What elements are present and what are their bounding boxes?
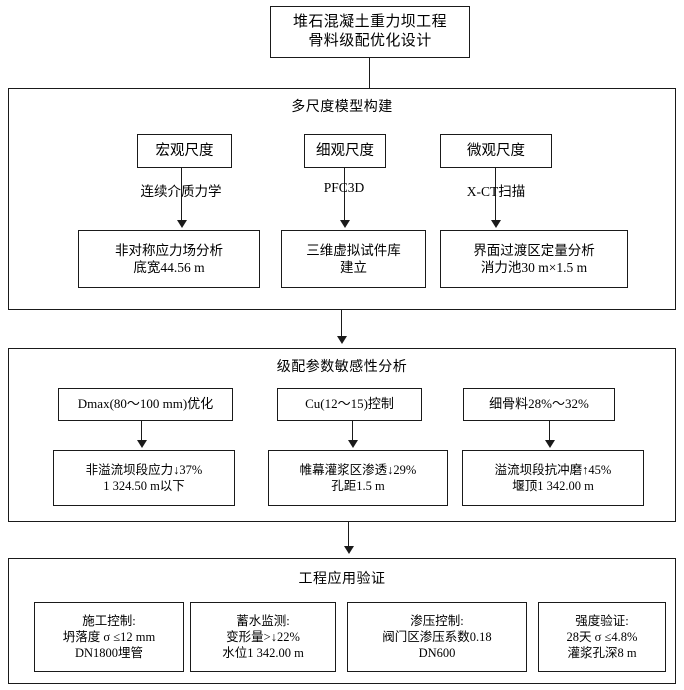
connector-dmax-to-outcome (141, 421, 143, 444)
connector-meso-to-result (344, 168, 346, 224)
diagram-title-line-2: 骨料级配优化设计 (308, 33, 432, 49)
arrowhead-micro-to-result (491, 220, 501, 228)
scale-box-macro: 宏观尺度 (137, 134, 232, 168)
verify-box-construction-control-line-2: 坍落度 σ ≤12 mm (62, 630, 156, 644)
method-label-micro: X-CT扫描 (466, 184, 526, 199)
connector-cu-to-outcome (352, 421, 354, 444)
verify-box-strength-verification: 强度验证: 28天 σ ≤4.8% 灌浆孔深8 m (538, 602, 666, 672)
connector-micro-to-result (495, 168, 497, 224)
verify-box-impoundment-monitoring: 蓄水监测: 变形量>↓22% 水位1 342.00 m (190, 602, 336, 672)
verify-box-strength-verification-line-3: 灌浆孔深8 m (567, 646, 637, 660)
result-box-meso: 三维虚拟试件库 建立 (281, 230, 426, 288)
verify-box-seepage-pressure-control: 渗压控制: 阀门区渗压系数0.18 DN600 (347, 602, 527, 672)
result-box-micro-line-2: 消力池30 m×1.5 m (480, 260, 588, 275)
outcome-box-overflow-abrasion: 溢流坝段抗冲磨↑45% 堰顶1 342.00 m (462, 450, 644, 506)
result-box-meso-line-2: 建立 (340, 260, 367, 275)
scale-box-macro-label: 宏观尺度 (155, 142, 214, 159)
verify-box-impoundment-monitoring-line-1: 蓄水监测: (236, 614, 290, 628)
outcome-box-nonoverflow: 非溢流坝段应力↓37% 1 324.50 m以下 (53, 450, 235, 506)
param-box-cu: Cu(12～15)控制 (277, 388, 422, 421)
method-label-macro: 连续介质力学 (140, 184, 222, 199)
arrowhead-section1-to-section2 (337, 336, 347, 344)
param-box-dmax: Dmax(80～100 mm)优化 (58, 388, 233, 421)
param-box-fine-aggregate-label: 细骨料28%～32% (489, 396, 589, 412)
verify-box-construction-control: 施工控制: 坍落度 σ ≤12 mm DN1800埋管 (34, 602, 184, 672)
verify-box-construction-control-line-3: DN1800埋管 (74, 646, 144, 660)
method-label-meso: PFC3D (323, 180, 365, 195)
scale-box-meso: 细观尺度 (304, 134, 386, 168)
result-box-macro-line-2: 底宽44.56 m (133, 260, 205, 275)
connector-section1-to-section2 (341, 310, 343, 340)
arrowhead-dmax-to-outcome (137, 440, 147, 448)
result-box-micro-line-1: 界面过渡区定量分析 (473, 242, 595, 258)
arrowhead-macro-to-result (177, 220, 187, 228)
connector-title-to-section1 (369, 58, 371, 88)
scale-box-micro: 微观尺度 (440, 134, 552, 168)
outcome-box-curtain-grouting: 帷幕灌浆区渗透↓29% 孔距1.5 m (268, 450, 448, 506)
outcome-box-overflow-abrasion-line-1: 溢流坝段抗冲磨↑45% (494, 463, 612, 477)
verify-box-strength-verification-line-2: 28天 σ ≤4.8% (566, 630, 638, 644)
result-box-meso-line-1: 三维虚拟试件库 (306, 242, 401, 258)
result-box-macro: 非对称应力场分析 底宽44.56 m (78, 230, 260, 288)
outcome-box-nonoverflow-line-2: 1 324.50 m以下 (103, 479, 185, 493)
diagram-title-box: 堆石混凝土重力坝工程 骨料级配优化设计 (270, 6, 470, 58)
section-1-heading: 多尺度模型构建 (291, 100, 393, 115)
result-box-macro-line-1: 非对称应力场分析 (115, 242, 223, 258)
arrowhead-fine-aggregate-to-outcome (545, 440, 555, 448)
scale-box-micro-label: 微观尺度 (467, 142, 525, 159)
arrowhead-section2-to-section3 (344, 546, 354, 554)
arrowhead-meso-to-result (340, 220, 350, 228)
scale-box-meso-label: 细观尺度 (316, 142, 374, 159)
result-box-micro: 界面过渡区定量分析 消力池30 m×1.5 m (440, 230, 628, 288)
connector-section2-to-section3 (348, 522, 350, 550)
outcome-box-curtain-grouting-line-2: 孔距1.5 m (331, 479, 385, 493)
param-box-fine-aggregate: 细骨料28%～32% (463, 388, 615, 421)
verify-box-seepage-pressure-control-line-1: 渗压控制: (410, 614, 464, 628)
connector-fine-aggregate-to-outcome (549, 421, 551, 444)
verify-box-seepage-pressure-control-line-2: 阀门区渗压系数0.18 (382, 630, 492, 644)
verify-box-impoundment-monitoring-line-3: 水位1 342.00 m (222, 646, 304, 660)
verify-box-construction-control-line-1: 施工控制: (82, 614, 136, 628)
section-2-heading: 级配参数敏感性分析 (276, 360, 408, 375)
verify-box-impoundment-monitoring-line-2: 变形量>↓22% (226, 630, 300, 644)
outcome-box-overflow-abrasion-line-2: 堰顶1 342.00 m (512, 479, 594, 493)
verify-box-seepage-pressure-control-line-3: DN600 (418, 646, 456, 660)
diagram-title-line-1: 堆石混凝土重力坝工程 (292, 13, 447, 30)
connector-macro-to-result (181, 168, 183, 224)
param-box-dmax-label: Dmax(80～100 mm)优化 (77, 396, 214, 412)
verify-box-strength-verification-line-1: 强度验证: (575, 614, 629, 628)
param-box-cu-label: Cu(12～15)控制 (305, 396, 394, 412)
arrowhead-cu-to-outcome (348, 440, 358, 448)
section-3-heading: 工程应用验证 (298, 572, 386, 587)
outcome-box-nonoverflow-line-1: 非溢流坝段应力↓37% (85, 463, 203, 477)
outcome-box-curtain-grouting-line-1: 帷幕灌浆区渗透↓29% (299, 463, 417, 477)
